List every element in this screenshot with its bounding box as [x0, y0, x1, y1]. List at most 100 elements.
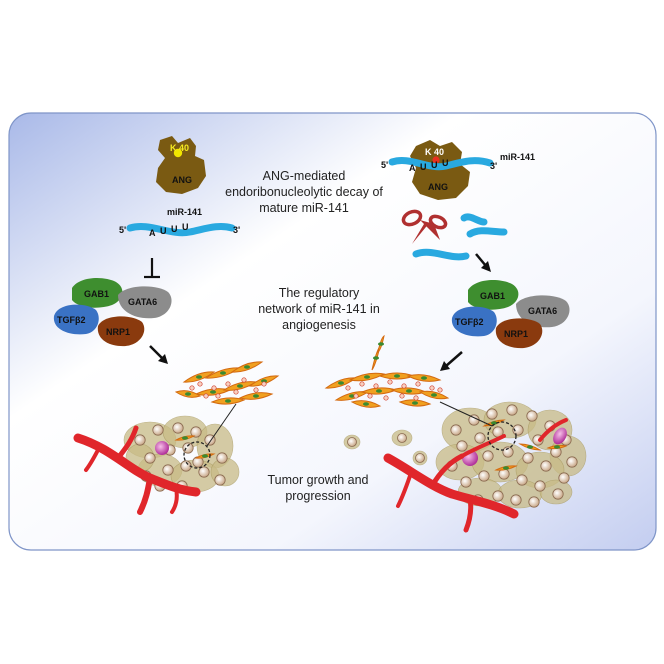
cell-nucleus: [202, 454, 208, 458]
zoom-circle-right: [487, 421, 517, 451]
tumor-cell: [460, 476, 472, 488]
tumor-cell: [172, 422, 184, 434]
secreted-vesicle: [345, 385, 351, 391]
k40-label-right: K 40: [425, 147, 444, 157]
three-prime-right: 3': [490, 161, 497, 171]
scissors-icon: [401, 209, 448, 244]
cell-nucleus: [491, 421, 497, 425]
caption-line: Tumor growth and: [268, 473, 369, 487]
gab1-label-left: GAB1: [84, 289, 109, 299]
cell-nucleus: [253, 394, 259, 398]
secreted-vesicle: [401, 383, 407, 389]
base-a-right: A: [409, 163, 416, 173]
cell-nucleus: [421, 376, 427, 380]
cell-nucleus: [220, 371, 226, 375]
protein-cluster-right: GAB1 GATA6 TGFβ2 NRP1: [451, 280, 570, 349]
three-prime-left: 3': [233, 225, 240, 235]
tumor-cell: [144, 452, 156, 464]
base-u3-left: U: [182, 222, 189, 232]
tumor-cell: [486, 408, 498, 420]
tumor-cell: [528, 496, 540, 508]
cell-nucleus: [554, 445, 560, 449]
secreted-vesicle: [253, 387, 259, 393]
cell-nucleus: [373, 356, 379, 360]
cell-nucleus: [237, 384, 243, 388]
tumor-cell: [152, 424, 164, 436]
tumor-cell: [510, 494, 522, 506]
secreted-vesicle: [225, 381, 231, 387]
cell-nucleus: [244, 365, 250, 369]
secreted-vesicle: [387, 379, 393, 385]
cell-nucleus: [225, 399, 231, 403]
cell-nucleus: [527, 445, 533, 449]
tumor-cell: [516, 474, 528, 486]
tumor-cell: [134, 434, 146, 446]
cell-nucleus: [185, 392, 191, 396]
five-prime-right: 5': [381, 160, 388, 170]
secreted-vesicle: [437, 387, 443, 393]
cleaved-mirna-fragments: [412, 213, 508, 261]
center-text-bottom: Tumor growth and progression: [268, 473, 369, 503]
k40-site-left: [173, 148, 183, 158]
caption-line: progression: [285, 489, 350, 503]
k40-site-right: [432, 156, 440, 164]
caption-line: ANG-mediated: [263, 169, 346, 183]
cell-nucleus: [431, 393, 437, 397]
secreted-vesicle: [413, 395, 419, 401]
tumor-cell: [162, 464, 174, 476]
tumor-cell: [502, 446, 514, 458]
cell-nucleus: [338, 381, 344, 385]
gab1-label-right: GAB1: [480, 291, 505, 301]
gata6-label-right: GATA6: [528, 306, 557, 316]
tumor-cell: [474, 432, 486, 444]
tumor-cell: [540, 460, 552, 472]
cell-nucleus: [349, 394, 355, 398]
tumor-cell: [482, 450, 494, 462]
nrp1-label-right: NRP1: [504, 329, 528, 339]
caption-line: network of miR-141 in: [258, 302, 380, 316]
tumor-left: [123, 415, 240, 493]
secreted-vesicle: [359, 381, 365, 387]
base-u2-left: U: [171, 224, 178, 234]
caption-line: mature miR-141: [259, 201, 349, 215]
arrow-right-down: [475, 253, 491, 272]
mirna-label-right: miR-141: [500, 152, 535, 162]
cell-nucleus: [378, 342, 384, 346]
scattered-tumor-cells: [343, 429, 428, 466]
mirna-strand-right: miR-141 5' 3' A U U U: [381, 152, 535, 173]
tumor-cell: [526, 410, 538, 422]
base-u3-right: U: [442, 158, 449, 168]
secreted-vesicle: [241, 377, 247, 383]
tumor-cell: [566, 456, 578, 468]
base-u1-left: U: [160, 226, 167, 236]
tumor-cell: [522, 452, 534, 464]
tumor-cell: [506, 404, 518, 416]
malignant-cell: [155, 441, 169, 455]
secreted-vesicle: [215, 393, 221, 399]
base-a-left: A: [149, 228, 156, 238]
secreted-vesicle: [373, 383, 379, 389]
cell-nucleus: [376, 389, 382, 393]
ang-label-right: ANG: [428, 182, 448, 192]
tgfb2-label-left: TGFβ2: [57, 315, 86, 325]
tumor-cell: [190, 426, 202, 438]
secreted-vesicle: [353, 393, 359, 399]
tumor-cell: [214, 474, 226, 486]
center-text-mid: The regulatory network of miR-141 in ang…: [258, 286, 380, 332]
secreted-vesicle: [415, 381, 421, 387]
cell-nucleus: [406, 389, 412, 393]
secreted-vesicle: [189, 385, 195, 391]
tgfb2-label-right: TGFβ2: [455, 317, 484, 327]
base-u2-right: U: [431, 160, 438, 170]
secreted-vesicle: [429, 385, 435, 391]
caption-line: The regulatory: [279, 286, 360, 300]
secreted-vesicle: [261, 381, 267, 387]
cell-nucleus: [412, 401, 418, 405]
ang-protein-left: K 40 ANG: [156, 136, 206, 194]
secreted-vesicle: [383, 395, 389, 401]
tumor-cell: [534, 480, 546, 492]
ang-label-left: ANG: [172, 175, 192, 185]
k40-label-left: K 40: [170, 143, 189, 153]
cell-nucleus: [394, 374, 400, 378]
